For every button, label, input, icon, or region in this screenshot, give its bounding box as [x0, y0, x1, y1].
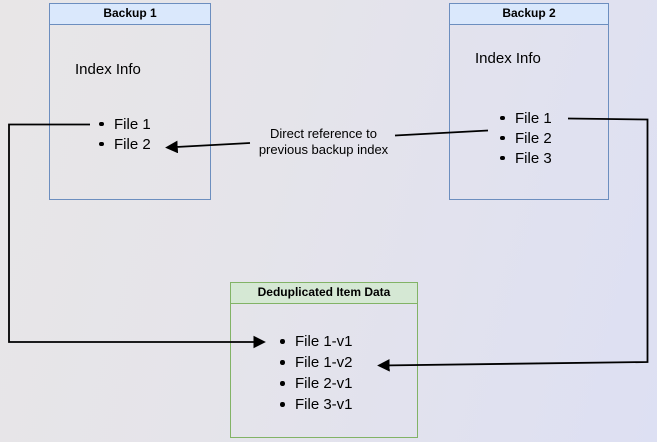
list-item-label: File 2-v1	[295, 375, 353, 392]
backup1-title: Backup 1	[50, 4, 210, 25]
list-item-label: File 2	[515, 129, 552, 147]
backup2-file-list: File 1 File 2 File 3	[500, 108, 552, 168]
list-item: File 1-v1	[280, 331, 353, 352]
dedup-box: Deduplicated Item Data	[230, 282, 418, 438]
list-item: File 3	[500, 148, 552, 168]
annotation-line2: previous backup index	[258, 141, 389, 157]
bullet-dot	[500, 115, 505, 121]
list-item-label: File 3-v1	[295, 396, 353, 413]
backup2-title: Backup 2	[450, 4, 608, 25]
backup1-file-list: File 1 File 2	[99, 114, 151, 154]
bullet-dot	[280, 381, 285, 386]
list-item-label: File 3	[515, 149, 552, 167]
bullet-dot	[99, 141, 104, 147]
list-item: File 1	[99, 114, 151, 134]
bullet-dot	[280, 339, 285, 344]
list-item-label: File 1-v2	[295, 354, 353, 371]
list-item: File 2-v1	[280, 373, 353, 394]
dedup-file-list: File 1-v1 File 1-v2 File 2-v1 File 3-v1	[280, 331, 353, 415]
list-item: File 1	[500, 108, 552, 128]
backup1-index-info-label: Index Info	[75, 61, 141, 78]
dedup-title: Deduplicated Item Data	[231, 283, 417, 304]
backup2-index-info-label: Index Info	[475, 50, 541, 67]
direct-reference-annotation: Direct reference to previous backup inde…	[250, 126, 397, 157]
list-item-label: File 1	[114, 115, 151, 133]
backup1-box: Backup 1	[49, 3, 211, 200]
list-item-label: File 1	[515, 109, 552, 127]
annotation-line1: Direct reference to	[270, 126, 377, 141]
bullet-dot	[99, 121, 104, 127]
bullet-dot	[500, 155, 505, 161]
list-item: File 2	[500, 128, 552, 148]
bullet-dot	[280, 402, 285, 407]
list-item-label: File 2	[114, 135, 151, 153]
bullet-dot	[280, 360, 285, 365]
list-item-label: File 1-v1	[295, 333, 353, 350]
list-item: File 3-v1	[280, 394, 353, 415]
backup2-box: Backup 2	[449, 3, 609, 200]
list-item: File 1-v2	[280, 352, 353, 373]
bullet-dot	[500, 135, 505, 141]
list-item: File 2	[99, 134, 151, 154]
